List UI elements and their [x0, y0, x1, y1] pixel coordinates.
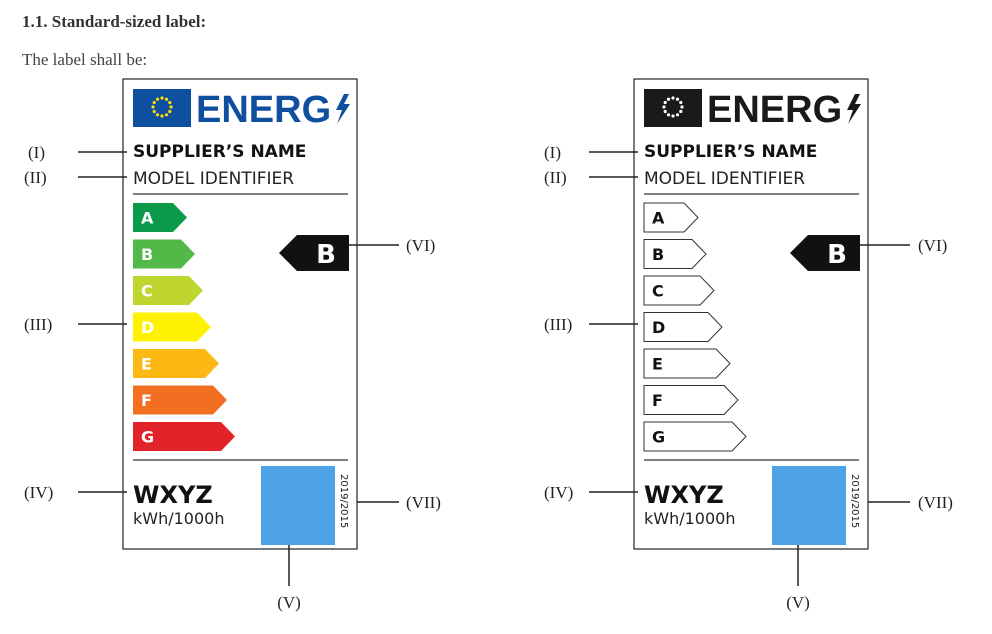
- class-arrow-e: [643, 348, 731, 379]
- qr-code-placeholder: [772, 466, 846, 545]
- energy-logo-text: ENERG: [196, 89, 331, 131]
- class-arrow-a: [643, 202, 699, 233]
- section-heading: 1.1. Standard-sized label:: [22, 12, 207, 31]
- consumption-unit: kWh/1000h: [644, 509, 735, 528]
- callout-v: (V): [786, 593, 810, 612]
- class-arrow-b: [643, 239, 707, 269]
- label-colour: ENERG SUPPLIER’S NAME MODEL IDENTIFIER A…: [24, 78, 441, 612]
- class-letter-g: G: [141, 428, 154, 447]
- callout-i: (I): [28, 143, 45, 162]
- class-letter-c: C: [141, 282, 153, 301]
- qr-code-placeholder: [261, 466, 335, 545]
- selected-class-letter: B: [827, 240, 847, 270]
- class-letter-b: B: [652, 245, 664, 264]
- class-letter-b: B: [141, 245, 153, 264]
- class-arrow-c: [133, 276, 203, 305]
- class-letter-e: E: [141, 355, 152, 374]
- model-identifier: MODEL IDENTIFIER: [133, 169, 294, 189]
- class-letter-g: G: [652, 428, 665, 447]
- callout-vi: (VI): [406, 236, 435, 255]
- consumption-unit: kWh/1000h: [133, 509, 224, 528]
- lightning-icon: [336, 94, 350, 124]
- supplier-name: SUPPLIER’S NAME: [133, 142, 306, 162]
- callout-iv: (IV): [544, 483, 573, 502]
- class-letter-a: A: [652, 209, 665, 228]
- eu-stars-icon: [662, 96, 684, 118]
- class-arrow-d: [133, 312, 211, 342]
- energy-logo-text: ENERG: [707, 89, 842, 131]
- intro-text: The label shall be:: [22, 50, 148, 69]
- regulation-number: 2019/2015: [849, 474, 860, 528]
- class-arrow-b: [133, 239, 195, 269]
- label-monochrome: ENERG SUPPLIER’S NAME MODEL IDENTIFIER A…: [544, 78, 953, 612]
- callout-vii: (VII): [918, 493, 953, 512]
- selected-class-arrow: [790, 235, 860, 271]
- eu-flag-icon: [644, 89, 702, 127]
- consumption-value: WXYZ: [133, 481, 213, 509]
- callout-vii: (VII): [406, 493, 441, 512]
- class-arrow-g: [643, 421, 747, 452]
- callout-v: (V): [277, 593, 301, 612]
- callout-iv: (IV): [24, 483, 53, 502]
- callout-vi: (VI): [918, 236, 947, 255]
- model-identifier: MODEL IDENTIFIER: [644, 169, 805, 189]
- class-letter-a: A: [141, 209, 154, 228]
- class-letter-e: E: [652, 355, 663, 374]
- callout-iii: (III): [24, 315, 52, 334]
- class-arrow-a: [133, 203, 187, 232]
- class-letter-d: D: [141, 318, 154, 337]
- class-arrow-f: [643, 385, 739, 415]
- eu-flag-icon: [133, 89, 191, 127]
- eu-stars-icon: [151, 96, 173, 118]
- consumption-value: WXYZ: [644, 481, 724, 509]
- class-letter-f: F: [652, 391, 663, 410]
- class-letter-c: C: [652, 282, 664, 301]
- selected-class-letter: B: [316, 240, 336, 270]
- class-letter-d: D: [652, 318, 665, 337]
- selected-class-arrow: [279, 235, 349, 271]
- callout-ii: (II): [24, 168, 47, 187]
- lightning-icon: [847, 94, 861, 124]
- class-arrow-e: [133, 349, 219, 378]
- class-arrow-c: [643, 275, 715, 306]
- class-arrow-g: [133, 422, 235, 451]
- class-arrow-d: [643, 312, 723, 342]
- class-arrow-f: [133, 385, 227, 415]
- callout-i: (I): [544, 143, 561, 162]
- callout-ii: (II): [544, 168, 567, 187]
- regulation-number: 2019/2015: [338, 474, 349, 528]
- supplier-name: SUPPLIER’S NAME: [644, 142, 817, 162]
- callout-iii: (III): [544, 315, 572, 334]
- class-letter-f: F: [141, 391, 152, 410]
